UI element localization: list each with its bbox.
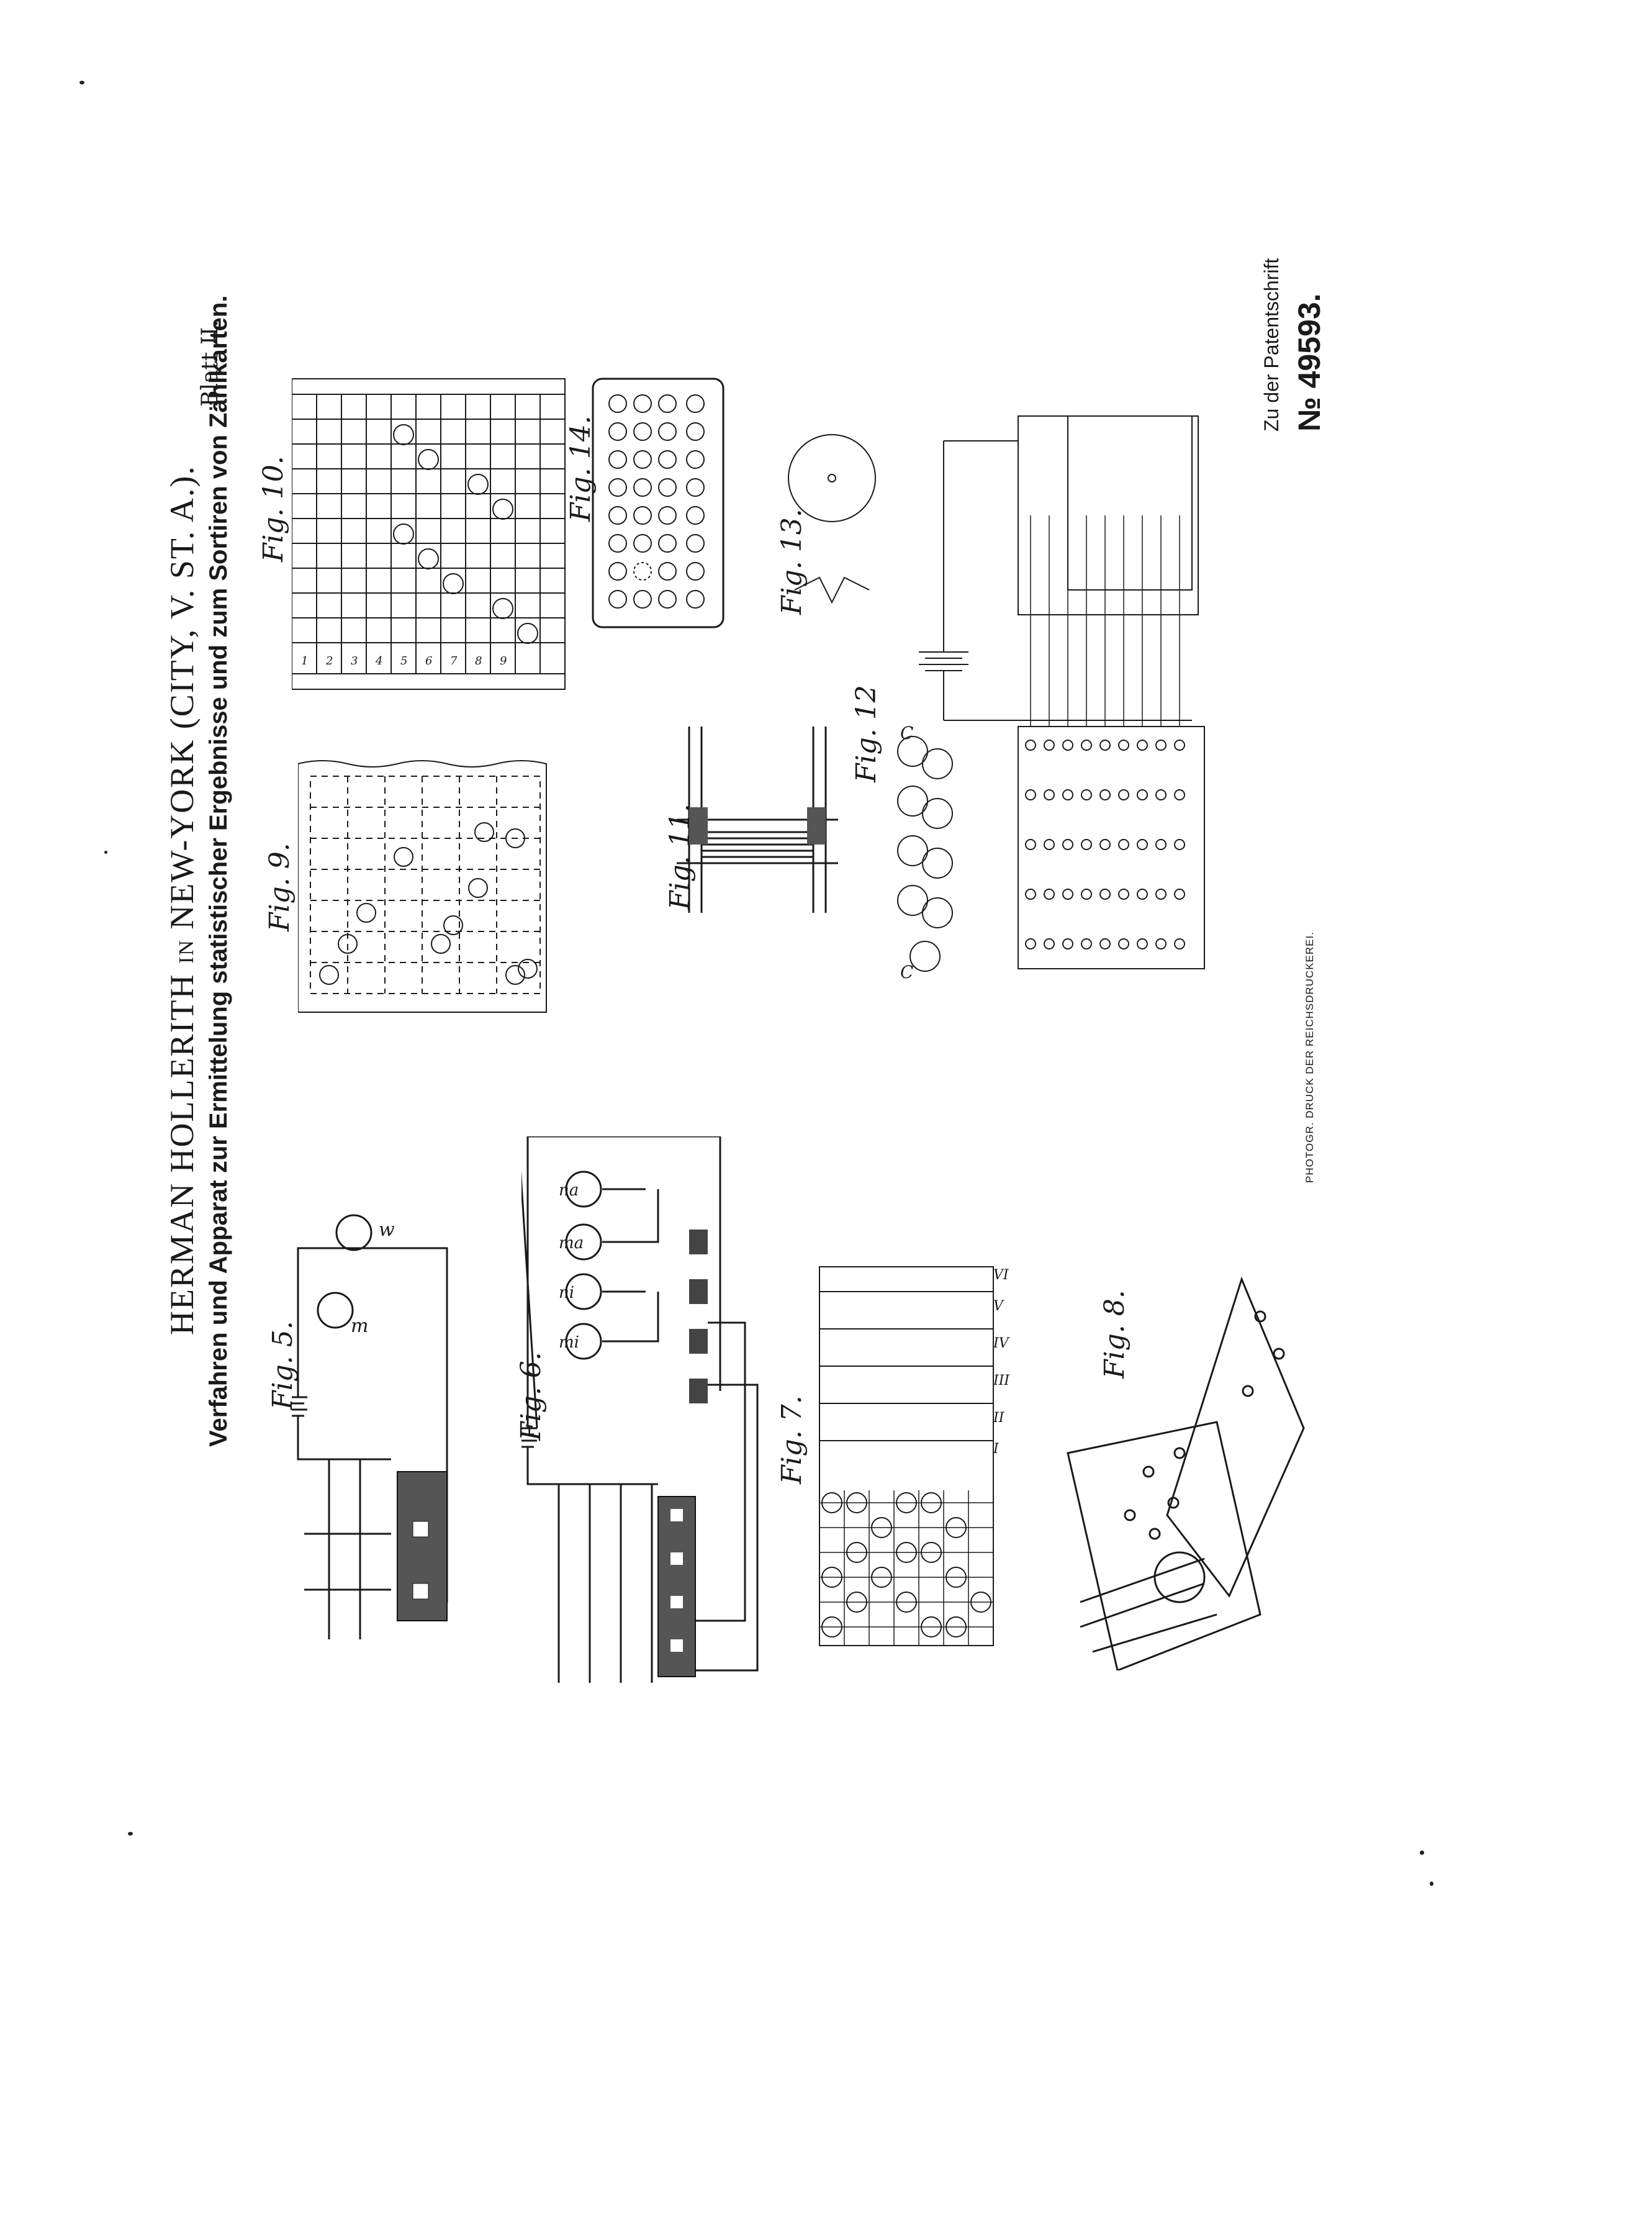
fig7-card: VI V IV III II I bbox=[819, 1266, 1010, 1646]
svg-text:3: 3 bbox=[351, 655, 358, 668]
fig6-diagram: mi ni ma na bbox=[521, 1136, 759, 1683]
speck-4 bbox=[1430, 1882, 1433, 1886]
svg-text:V: V bbox=[993, 1298, 1004, 1314]
svg-text:III: III bbox=[993, 1373, 1010, 1388]
svg-text:na: na bbox=[559, 1181, 579, 1200]
printer-credit: PHOTOGR. DRUCK DER REICHSDRUCKEREI. bbox=[1304, 931, 1316, 1183]
title-inventor: HERMAN HOLLERITH IN NEW-YORK (CITY, V. S… bbox=[163, 465, 201, 1335]
svg-text:C: C bbox=[900, 962, 913, 981]
fig14-card bbox=[592, 378, 724, 628]
svg-text:1: 1 bbox=[301, 655, 308, 668]
svg-text:w: w bbox=[379, 1219, 395, 1241]
svg-text:4: 4 bbox=[375, 655, 382, 668]
fig10-counting-card: 1 2 3 4 5 6 7 8 9 bbox=[292, 378, 566, 690]
fig13-wheel bbox=[788, 434, 876, 604]
speck-5 bbox=[104, 851, 107, 854]
fig12-sorting-circuit: C C bbox=[897, 415, 1205, 981]
fig5-diagram: m w bbox=[292, 1214, 448, 1639]
svg-text:IV: IV bbox=[993, 1336, 1010, 1351]
title-subtitle: Verfahren und Apparat zur Ermittelung st… bbox=[205, 295, 232, 1447]
svg-text:ma: ma bbox=[559, 1234, 584, 1252]
svg-text:m: m bbox=[351, 1315, 368, 1337]
fig10-caption: Fig. 10. bbox=[258, 456, 289, 562]
speck-3 bbox=[1420, 1850, 1424, 1855]
svg-text:VI: VI bbox=[993, 1267, 1009, 1283]
svg-text:II: II bbox=[993, 1410, 1005, 1426]
fig9-card bbox=[298, 760, 547, 1013]
fig11-contact-pins bbox=[677, 727, 838, 913]
svg-text:7: 7 bbox=[450, 655, 458, 668]
speck-2 bbox=[128, 1832, 133, 1836]
svg-text:I: I bbox=[993, 1441, 1000, 1457]
svg-text:ni: ni bbox=[559, 1284, 574, 1302]
svg-text:mi: mi bbox=[559, 1333, 579, 1352]
fig12-caption: Fig. 12 bbox=[851, 685, 882, 782]
svg-text:2: 2 bbox=[325, 655, 333, 668]
svg-text:C: C bbox=[900, 723, 913, 743]
fig9-caption: Fig. 9. bbox=[264, 843, 296, 931]
patent-ref-number: № 49593. bbox=[1292, 293, 1327, 432]
svg-text:6: 6 bbox=[425, 655, 432, 668]
fig8-machine bbox=[1067, 1276, 1305, 1670]
svg-text:9: 9 bbox=[500, 655, 507, 668]
svg-text:8: 8 bbox=[475, 655, 482, 668]
svg-text:5: 5 bbox=[400, 655, 407, 668]
speck-1 bbox=[79, 81, 84, 84]
